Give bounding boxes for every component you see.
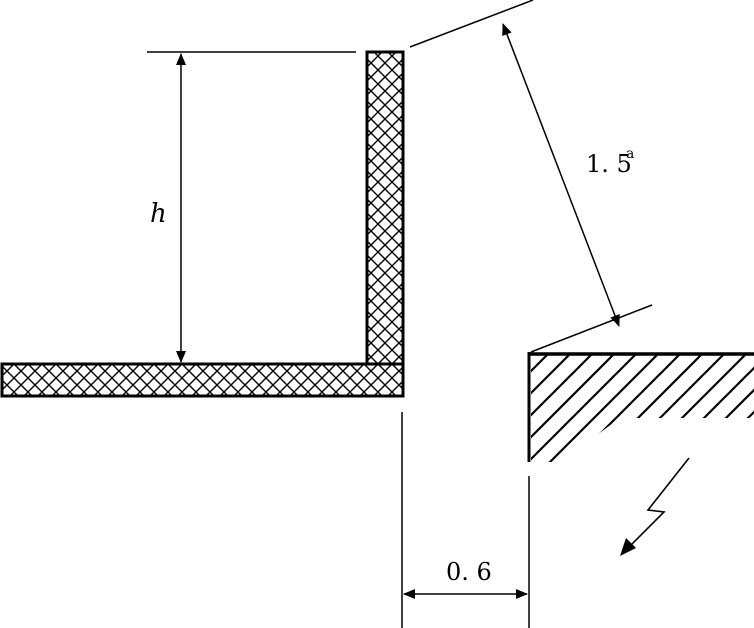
slope-note-marker: a bbox=[626, 146, 634, 162]
slope-dimension-line bbox=[502, 23, 620, 327]
vertical-barrier bbox=[365, 50, 405, 366]
height-label: h bbox=[150, 199, 167, 229]
gap-width-label: 0. 6 bbox=[446, 558, 492, 586]
height-dimension: h bbox=[147, 51, 356, 363]
hazard-step bbox=[527, 352, 754, 462]
slope-extension-top bbox=[409, 0, 534, 48]
slope-dimension: 1. 5 a bbox=[409, 0, 653, 353]
slope-distance-label: 1. 5 bbox=[586, 150, 632, 178]
base-plate bbox=[0, 362, 405, 398]
slope-extension-bottom bbox=[530, 304, 653, 353]
lightning-bolt-icon bbox=[620, 457, 690, 556]
gap-dimension: 0. 6 bbox=[401, 412, 530, 628]
